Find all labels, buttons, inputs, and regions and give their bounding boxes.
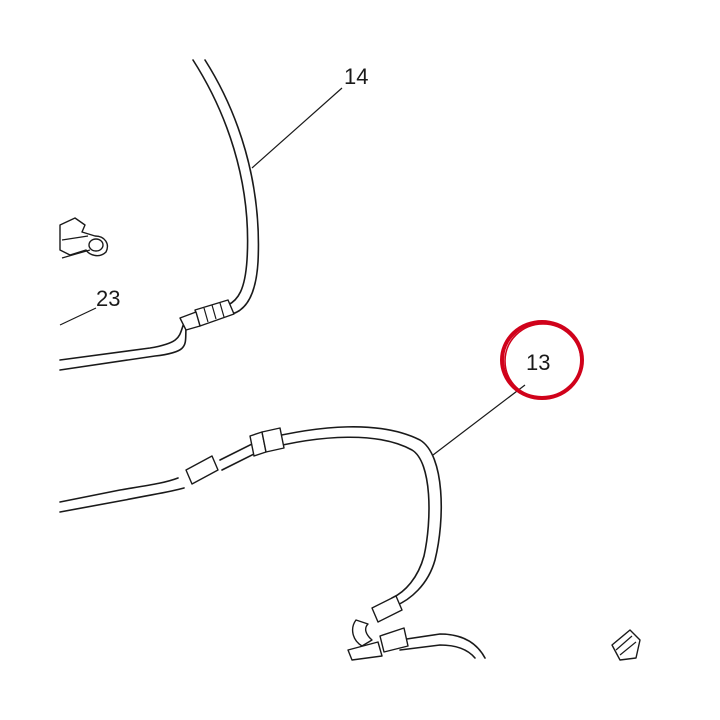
callout-14: 14 bbox=[344, 64, 368, 89]
hose-13-fittings bbox=[185, 427, 409, 661]
hose-14 bbox=[59, 59, 260, 371]
small-part-bottom-right bbox=[611, 629, 641, 661]
leader-line-23 bbox=[59, 307, 97, 326]
highlight-ring-inner bbox=[504, 323, 582, 399]
highlight-circle bbox=[500, 320, 584, 400]
hose-14-fitting bbox=[179, 299, 235, 331]
callout-13: 13 bbox=[526, 350, 550, 375]
leader-line-13 bbox=[432, 384, 526, 456]
callout-23: 23 bbox=[96, 286, 120, 311]
leader-line-14 bbox=[251, 87, 343, 169]
clip-part-23 bbox=[59, 217, 109, 259]
hose-13 bbox=[59, 426, 486, 659]
